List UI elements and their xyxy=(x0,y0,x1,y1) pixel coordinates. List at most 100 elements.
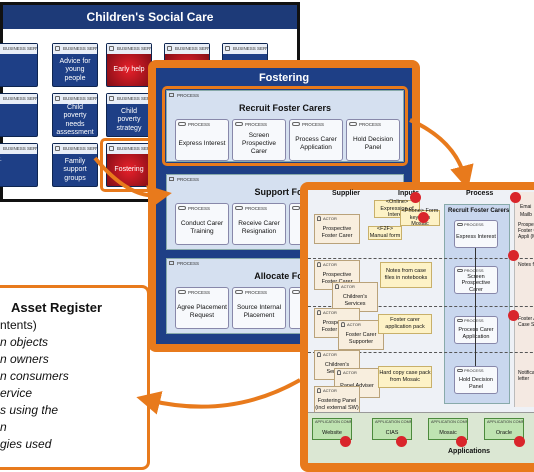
input-note: Foster carer application pack xyxy=(378,314,432,334)
business-service-tag: BUSINESS SERVICE xyxy=(107,144,151,154)
register-line: s using the xyxy=(0,403,59,417)
application-label: Website xyxy=(322,429,342,436)
output-fragment: Emai xyxy=(520,204,532,210)
business-service-card[interactable]: BUSINESS SERVICEEarly help xyxy=(106,43,152,87)
business-service-card[interactable]: BUSINESS SERVICE Child poverty strategy xyxy=(106,93,152,137)
marker-dot xyxy=(410,192,421,203)
process-label: Source Internal Placement xyxy=(236,304,282,319)
process-group-tag: PROCESS xyxy=(167,259,199,268)
register-line: n owners xyxy=(0,352,49,366)
process-label: Receive Carer Resignation xyxy=(238,220,280,235)
process-flow-line xyxy=(475,248,476,366)
lane-divider xyxy=(308,306,534,307)
process-card[interactable]: PROCESS Process Carer Application xyxy=(454,316,498,344)
business-service-tag: BUSINESS SERVICE xyxy=(0,144,37,154)
business-service-label: Family support groups xyxy=(63,158,87,182)
register-line: gies used xyxy=(0,437,52,451)
application-label: Oracle xyxy=(495,429,513,436)
recruit-highlight xyxy=(162,86,408,166)
process-label: Express Interest xyxy=(178,140,226,148)
input-note: Hard copy case pack from Mosaic xyxy=(378,366,432,388)
register-title: Asset Register xyxy=(11,300,103,315)
marker-dot xyxy=(456,436,467,447)
process-tag: PROCESS xyxy=(290,120,342,129)
process-card[interactable]: PROCESS Express Interest xyxy=(175,119,229,161)
process-label: Screen Prospective Carer xyxy=(242,132,276,155)
register-line: ervice xyxy=(0,386,33,400)
process-tag: PROCESS xyxy=(233,204,285,213)
business-service-label xyxy=(0,55,37,86)
process-tag: PROCESS xyxy=(455,221,484,228)
input-note: <F2F> Manual form xyxy=(368,226,402,240)
process-tag: PROCESS xyxy=(176,120,228,129)
business-service-label: Child poverty needs assessment xyxy=(56,104,94,136)
process-tag: PROCESS xyxy=(455,267,484,274)
business-service-tag: BUSINESS SERVICE xyxy=(107,94,151,104)
application-tag: APPLICATION COMP xyxy=(487,420,523,424)
business-service-tag: BUSINESS SERVICE xyxy=(53,94,97,104)
process-tag: PROCESS xyxy=(233,120,285,129)
process-group-tag: PROCESS xyxy=(167,91,199,100)
output-fragment: Notes fro xyxy=(518,262,534,268)
process-tag: PROCESS xyxy=(455,317,484,324)
process-tag: PROCESS xyxy=(455,367,484,374)
marker-dot xyxy=(396,436,407,447)
business-service-tag: BUSINESS SERVICE xyxy=(0,44,37,54)
application-card[interactable]: APPLICATION COMP Oracle xyxy=(484,418,524,440)
marker-dot xyxy=(508,310,519,321)
register-line: n consumers xyxy=(0,369,69,383)
actor-tag: ACTOR xyxy=(335,369,357,376)
input-note: Notes from case files in notebooks xyxy=(380,262,432,288)
register-line: n xyxy=(0,420,7,434)
column-header: Supplier xyxy=(332,190,361,197)
register-line: ntents) xyxy=(0,318,37,332)
business-service-card[interactable]: BUSINESS SERVICE xyxy=(0,43,38,87)
asset-register-box: Asset Register xyxy=(0,285,150,470)
actor-label: Fostering Panel (incl external SW) xyxy=(315,398,359,411)
marker-dot xyxy=(510,192,521,203)
marker-dot xyxy=(340,436,351,447)
business-service-card[interactable]: BUSINESS SERVICE xyxy=(0,143,38,187)
actor-label: Foster Carer Supporter xyxy=(345,332,377,345)
application-label: Mosaic xyxy=(439,429,457,436)
business-service-card[interactable]: BUSINESS SERVICEChild poverty needs asse… xyxy=(52,93,98,137)
process-card[interactable]: PROCESS Screen Prospective Carer xyxy=(232,119,286,161)
application-label: CIAS xyxy=(385,429,399,436)
process-tag: PROCESS xyxy=(176,204,228,213)
business-service-label: Child poverty strategy xyxy=(116,108,142,132)
process-card[interactable]: PROCESS Express Interest xyxy=(454,220,498,248)
output-fragment: Mailb xyxy=(520,212,532,218)
lane-divider xyxy=(308,258,534,259)
output-fragment: Foster App Case Summ xyxy=(518,316,534,328)
applications-footer: Applications xyxy=(448,448,491,455)
business-service-card[interactable]: BUSINESS SERVICEAdvice for young people xyxy=(52,43,98,87)
column-header: Inputs xyxy=(398,190,419,197)
process-label: Screen Prospective Carer xyxy=(461,274,491,293)
process-card[interactable]: PROCESS Receive Carer Resignation xyxy=(232,203,286,245)
business-service-tag: BUSINESS SERVICE xyxy=(223,44,267,54)
process-label: Agree Placement Request xyxy=(177,304,227,319)
business-service-card[interactable]: BUSINESS SERVICEFamily support groups xyxy=(52,143,98,187)
business-service-card[interactable]: BUSINESS SERVICE xyxy=(0,93,38,137)
process-label: Express Interest xyxy=(456,234,496,241)
actor-tag: ACTOR xyxy=(315,309,337,316)
process-tag: PROCESS xyxy=(347,120,399,129)
marker-dot xyxy=(418,212,429,223)
process-label: Process Carer Application xyxy=(458,327,494,340)
output-fragment: Notificati letter xyxy=(518,370,534,382)
actor-label: Prospective Foster Carer xyxy=(321,226,353,239)
marker-dot xyxy=(514,436,525,447)
